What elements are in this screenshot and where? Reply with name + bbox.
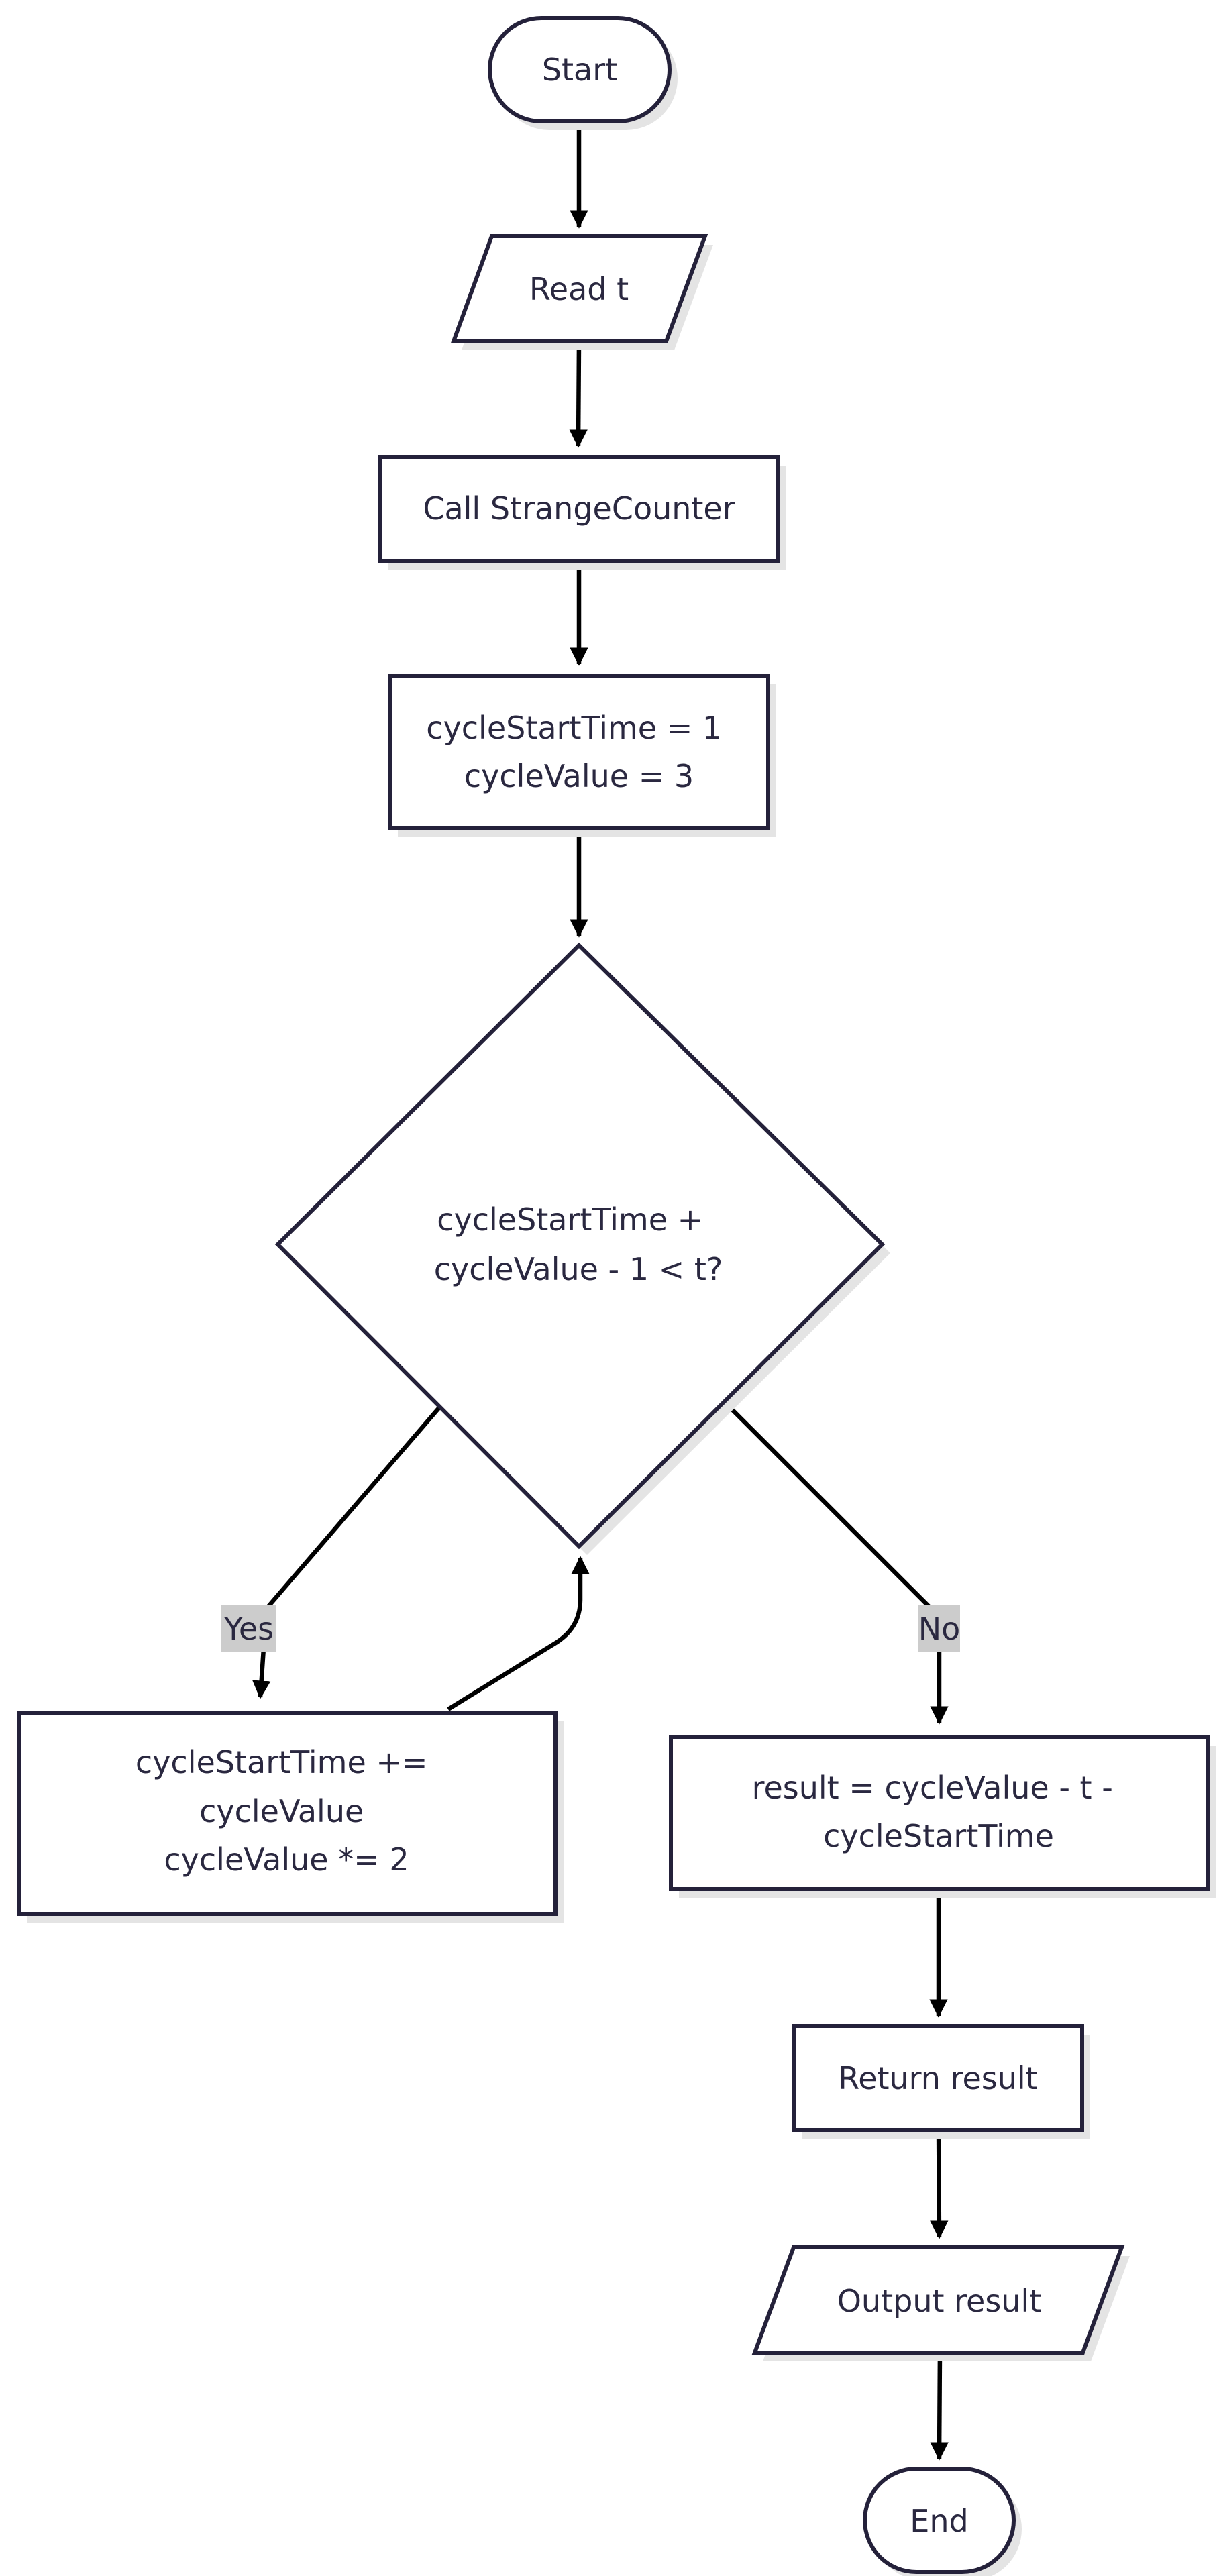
decision-node: cycleStartTime + cycleValue - 1 < t? [274, 942, 890, 1555]
update-label: cycleStartTime += cycleValue cycleValue … [136, 1744, 437, 1878]
read-input-node: Read t [450, 234, 713, 350]
call-process-label: Call StrangeCounter [423, 490, 735, 527]
decision-line-2: cycleValue - 1 < t? [434, 1251, 723, 1287]
edge-label-no-text: No [918, 1611, 961, 1647]
edge-label-yes-text: Yes [223, 1611, 274, 1647]
edge-output-to-end [930, 2351, 949, 2461]
result-calc-line-2: cycleStartTime [823, 1818, 1054, 1854]
end-label: End [910, 2503, 968, 2539]
decision-line-1: cycleStartTime + [437, 1201, 703, 1238]
start-label: Start [542, 52, 617, 88]
edge-decision-no [723, 1400, 949, 1725]
return-label: Return result [838, 2060, 1037, 2096]
end-node: End [863, 2467, 1022, 2576]
edge-decision-yes [252, 1405, 441, 1699]
output-node: Output result [751, 2245, 1130, 2361]
start-node: Start [488, 16, 678, 130]
update-line-3: cycleValue *= 2 [164, 1841, 409, 1878]
update-line-2: cycleValue [199, 1793, 364, 1829]
init-line-2: cycleValue = 3 [464, 758, 694, 794]
result-calc-label: result = cycleValue - t - cycleStartTime [752, 1770, 1123, 1854]
edge-label-yes: Yes [221, 1605, 276, 1652]
call-process-node: Call StrangeCounter [378, 455, 786, 570]
return-node: Return result [792, 2024, 1090, 2139]
result-calc-node: result = cycleValue - t - cycleStartTime [669, 1735, 1216, 1898]
edge-update-loop-back [447, 1556, 590, 1711]
init-process-node: cycleStartTime = 1 cycleValue = 3 [388, 674, 776, 837]
edge-read-to-call [569, 341, 588, 448]
init-line-1: cycleStartTime = 1 [426, 710, 722, 746]
init-label: cycleStartTime = 1 cycleValue = 3 [426, 710, 732, 794]
result-calc-line-1: result = cycleValue - t - [752, 1770, 1113, 1806]
decision-label: cycleStartTime + cycleValue - 1 < t? [434, 1201, 723, 1287]
update-process-node: cycleStartTime += cycleValue cycleValue … [17, 1711, 564, 1923]
edge-label-no: No [918, 1605, 961, 1652]
update-line-1: cycleStartTime += [136, 1744, 428, 1780]
output-label: Output result [837, 2283, 1042, 2319]
read-input-label: Read t [529, 271, 629, 307]
